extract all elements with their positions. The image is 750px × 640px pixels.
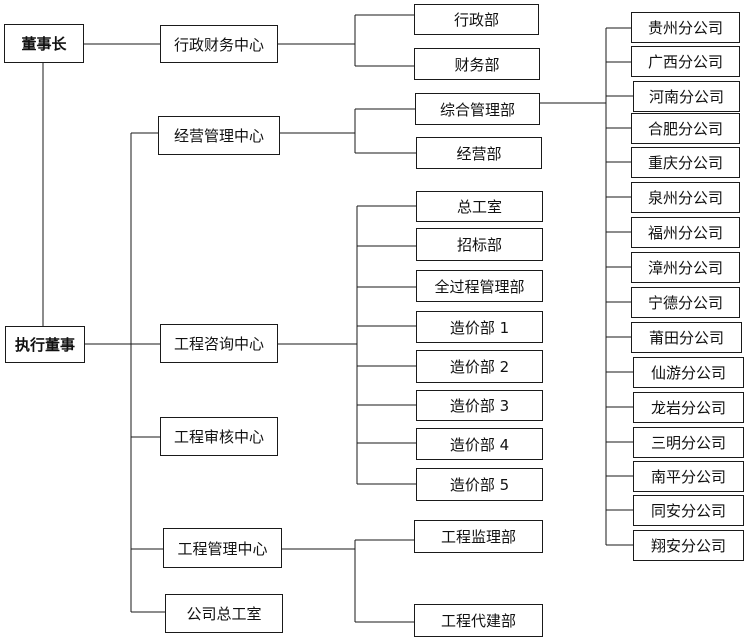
- branch-box: 三明分公司: [633, 427, 744, 458]
- chairman-box: 董事长: [4, 24, 84, 63]
- branch-box: 福州分公司: [631, 217, 740, 248]
- operations-center-box: 经营管理中心: [158, 116, 280, 155]
- consulting-center-box: 工程咨询中心: [160, 324, 278, 363]
- agent-construction-dept-box: 工程代建部: [414, 604, 543, 637]
- costing-dept-3-box: 造价部 3: [416, 390, 543, 421]
- branch-box: 南平分公司: [633, 461, 744, 492]
- general-mgmt-dept-box: 综合管理部: [415, 93, 540, 125]
- finance-dept-box: 财务部: [414, 48, 540, 80]
- admin-dept-box: 行政部: [414, 4, 539, 35]
- branch-box: 仙游分公司: [633, 357, 744, 388]
- audit-center-box: 工程审核中心: [160, 417, 278, 456]
- chief-engineer-dept-box: 总工室: [416, 191, 543, 222]
- branch-box: 贵州分公司: [631, 12, 740, 43]
- costing-dept-4-box: 造价部 4: [416, 428, 543, 460]
- branch-box: 合肥分公司: [631, 113, 740, 144]
- branch-box: 泉州分公司: [631, 182, 740, 213]
- supervision-dept-box: 工程监理部: [414, 520, 543, 553]
- whole-process-dept-box: 全过程管理部: [416, 270, 543, 302]
- branch-box: 重庆分公司: [631, 147, 740, 178]
- costing-dept-1-box: 造价部 1: [416, 311, 543, 343]
- branch-box: 龙岩分公司: [633, 392, 744, 423]
- bidding-dept-box: 招标部: [416, 228, 543, 261]
- branch-box: 同安分公司: [633, 495, 744, 526]
- executive-director-box: 执行董事: [5, 326, 85, 363]
- branch-box: 广西分公司: [631, 46, 740, 77]
- business-dept-box: 经营部: [416, 137, 542, 169]
- branch-box: 宁德分公司: [631, 287, 740, 318]
- chief-engineer-office-box: 公司总工室: [165, 594, 283, 633]
- admin-finance-center-box: 行政财务中心: [160, 25, 278, 63]
- branch-box: 漳州分公司: [631, 252, 740, 283]
- branch-box: 翔安分公司: [633, 530, 744, 561]
- management-center-box: 工程管理中心: [163, 528, 282, 568]
- branch-box: 河南分公司: [633, 81, 740, 112]
- costing-dept-2-box: 造价部 2: [416, 350, 543, 383]
- costing-dept-5-box: 造价部 5: [416, 468, 543, 501]
- branch-box: 莆田分公司: [631, 322, 742, 353]
